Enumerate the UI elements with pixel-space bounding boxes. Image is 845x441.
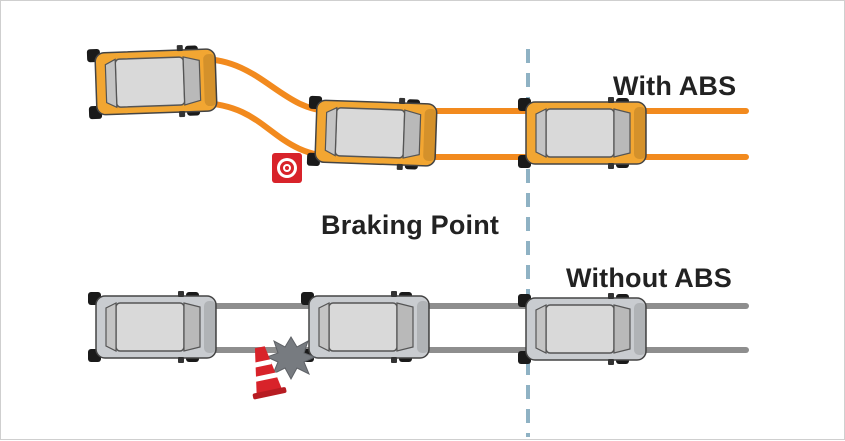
without-abs-car-1 [88, 291, 217, 363]
target-icon [272, 153, 302, 183]
traffic-cone-icon [252, 346, 287, 400]
without-abs-car-3 [518, 293, 647, 365]
with-abs-car-2 [306, 95, 438, 171]
braking-point-label: Braking Point [321, 210, 500, 240]
with-abs-label: With ABS [613, 71, 737, 101]
with-abs-car-1 [86, 44, 218, 120]
impact-burst-icon [265, 336, 317, 381]
without-abs-label: Without ABS [566, 263, 732, 293]
with-abs-car-3 [518, 97, 647, 169]
without-abs-car-2 [301, 291, 430, 363]
